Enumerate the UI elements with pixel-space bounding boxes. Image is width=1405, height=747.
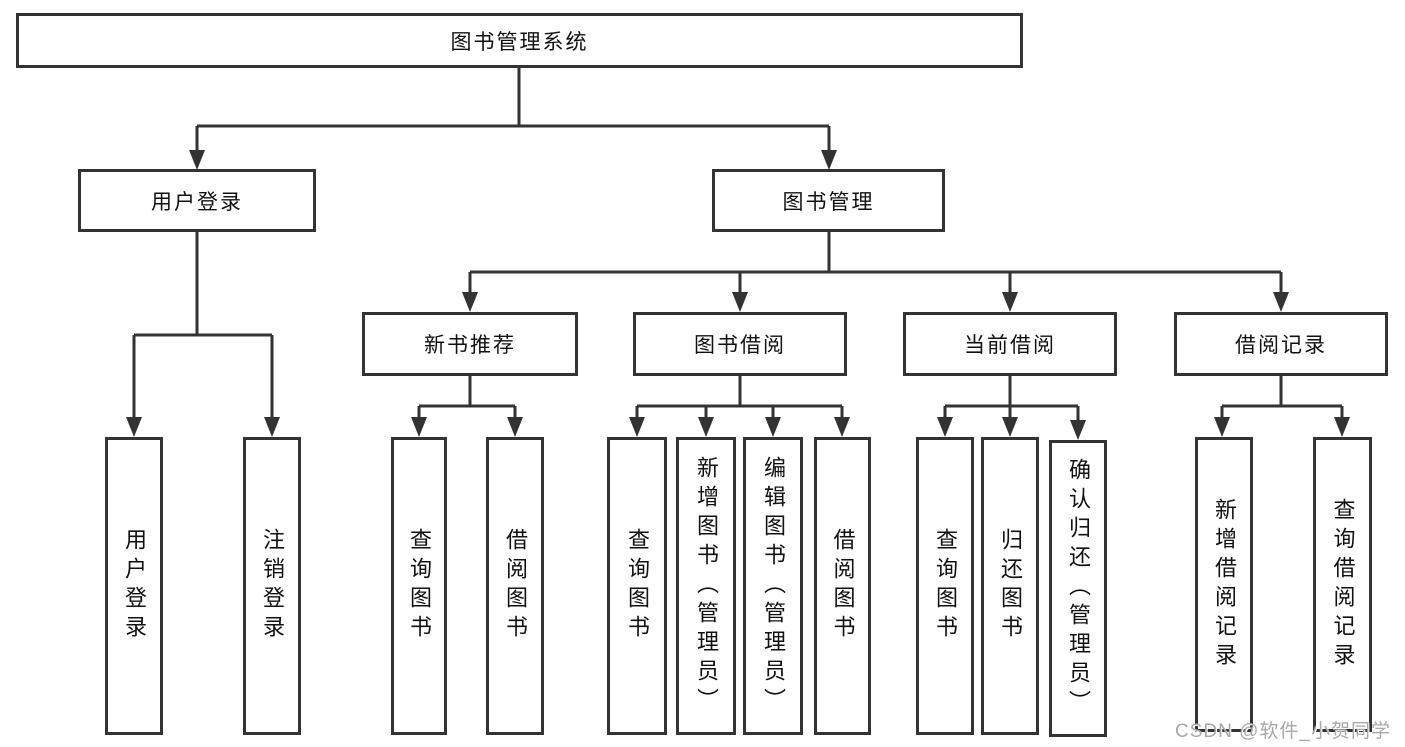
watermark: CSDN @软件_小贺同学 [1175, 721, 1391, 742]
node-book-borrowing: 图书借阅 [633, 312, 847, 376]
node-user-login: 用户登录 [78, 169, 316, 232]
leaf-confirm-return-admin: 确认归还（管理员） [1049, 440, 1107, 737]
leaf-edit-books-admin: 编辑图书（管理员） [743, 437, 803, 735]
node-book-management: 图书管理 [712, 169, 945, 232]
leaf-query-books-current: 查询图书 [916, 437, 974, 735]
leaf-logout: 注销登录 [243, 437, 301, 735]
leaf-query-books-borrowing: 查询图书 [607, 437, 667, 735]
node-library-system: 图书管理系统 [16, 13, 1023, 68]
leaf-return-books: 归还图书 [981, 437, 1039, 735]
leaf-query-books-recommend: 查询图书 [391, 437, 447, 735]
node-current-borrowing: 当前借阅 [903, 312, 1117, 376]
leaf-borrow-books-borrowing: 借阅图书 [814, 437, 871, 735]
leaf-query-borrow-record: 查询借阅记录 [1313, 437, 1372, 732]
node-borrowing-records: 借阅记录 [1174, 312, 1388, 376]
leaf-add-borrow-record: 新增借阅记录 [1195, 437, 1253, 732]
leaf-borrow-books-recommend: 借阅图书 [486, 437, 544, 735]
leaf-add-books-admin: 新增图书（管理员） [676, 437, 736, 735]
leaf-user-login: 用户登录 [105, 437, 163, 735]
node-new-book-recommend: 新书推荐 [362, 312, 578, 376]
